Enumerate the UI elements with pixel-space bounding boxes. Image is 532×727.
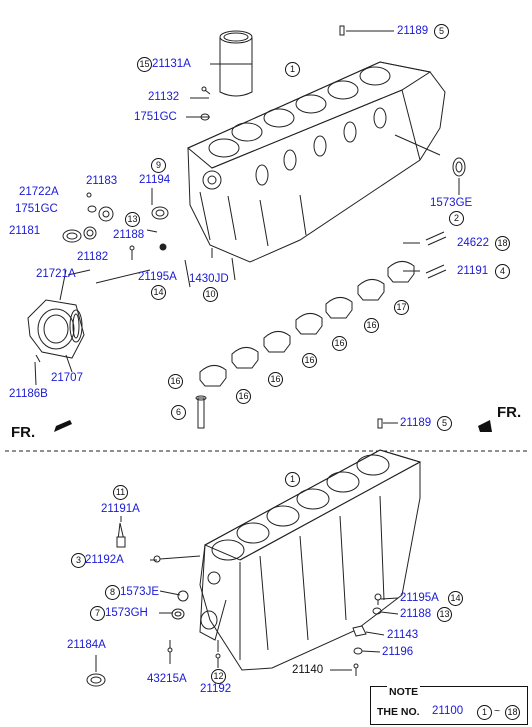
ref-6-bolt: 6 <box>171 405 186 420</box>
ref-16-cap-2: 16 <box>236 389 251 404</box>
ref-16-cap-5: 16 <box>332 336 347 351</box>
note-range-start: 1 <box>477 705 492 720</box>
label-21184a[interactable]: 21184A <box>67 639 106 651</box>
ref-18: 18 <box>495 236 510 251</box>
ref-8: 8 <box>105 585 120 600</box>
label-1751gc-upper[interactable]: 1751GC <box>134 111 177 123</box>
ref-17-cap: 17 <box>394 300 409 315</box>
label-21182[interactable]: 21182 <box>77 251 109 263</box>
ref-16-cap-4: 16 <box>302 353 317 368</box>
note-code[interactable]: 21100 <box>432 705 464 717</box>
label-21707[interactable]: 21707 <box>51 372 83 384</box>
label-21183[interactable]: 21183 <box>86 175 118 187</box>
ref-14-lower: 14 <box>448 591 463 606</box>
label-1573ge[interactable]: 1573GE <box>430 197 473 209</box>
label-21181[interactable]: 21181 <box>9 225 41 237</box>
label-21189-mid[interactable]: 21189 <box>400 417 432 429</box>
label-21192[interactable]: 21192 <box>200 683 232 695</box>
ref-2: 2 <box>449 211 464 226</box>
note-box: NOTE THE NO. 21100 1 ~ 18 <box>370 686 528 725</box>
note-the-no: THE NO. <box>377 706 420 718</box>
ref-5-mid: 5 <box>437 416 452 431</box>
label-21186b[interactable]: 21186B <box>9 388 48 400</box>
ref-9: 9 <box>151 158 166 173</box>
ref-7: 7 <box>90 606 105 621</box>
ref-14-upper: 14 <box>151 285 166 300</box>
ref-1-lower-block: 1 <box>285 472 300 487</box>
label-21721a[interactable]: 21721A <box>36 268 76 280</box>
front-mark-left: FR. <box>11 424 36 441</box>
front-mark-right: FR. <box>497 404 522 421</box>
label-21195a-upper[interactable]: 21195A <box>138 271 177 283</box>
ref-11: 11 <box>113 485 128 500</box>
label-21195a-lower[interactable]: 21195A <box>400 592 439 604</box>
note-title: NOTE <box>387 686 421 698</box>
label-21188-upper[interactable]: 21188 <box>113 229 145 241</box>
ref-13-upper: 13 <box>125 212 140 227</box>
label-21191[interactable]: 21191 <box>457 265 489 277</box>
label-21722a[interactable]: 21722A <box>19 186 59 198</box>
label-21131a[interactable]: 21131A <box>152 58 191 70</box>
label-21194[interactable]: 21194 <box>139 174 171 186</box>
ref-1-upper-block: 1 <box>285 62 300 77</box>
ref-16-cap-1: 16 <box>168 374 183 389</box>
label-21192a[interactable]: 21192A <box>85 554 124 566</box>
label-21189-top[interactable]: 21189 <box>397 25 429 37</box>
ref-4: 4 <box>495 264 510 279</box>
label-21191a[interactable]: 21191A <box>101 503 140 515</box>
label-24622[interactable]: 24622 <box>457 237 489 249</box>
ref-16-cap-3: 16 <box>268 372 283 387</box>
label-1573gh[interactable]: 1573GH <box>105 607 148 619</box>
label-1573je[interactable]: 1573JE <box>120 586 160 598</box>
label-21196[interactable]: 21196 <box>382 646 414 658</box>
ref-16-cap-6: 16 <box>364 318 379 333</box>
note-range-sep: ~ <box>494 705 501 717</box>
ref-13-lower: 13 <box>437 607 452 622</box>
ref-5-top: 5 <box>434 24 449 39</box>
label-1430jd[interactable]: 1430JD <box>189 273 229 285</box>
ref-3: 3 <box>71 553 86 568</box>
label-21188-lower[interactable]: 21188 <box>400 608 432 620</box>
label-1751gc-lower[interactable]: 1751GC <box>15 203 58 215</box>
note-range-end: 18 <box>505 705 520 720</box>
ref-15: 15 <box>137 57 152 72</box>
label-21132[interactable]: 21132 <box>148 91 180 103</box>
ref-10: 10 <box>203 287 218 302</box>
label-21143[interactable]: 21143 <box>387 629 419 641</box>
label-43215a[interactable]: 43215A <box>147 673 187 685</box>
ref-12: 12 <box>211 669 226 684</box>
label-21140: 21140 <box>292 664 324 676</box>
